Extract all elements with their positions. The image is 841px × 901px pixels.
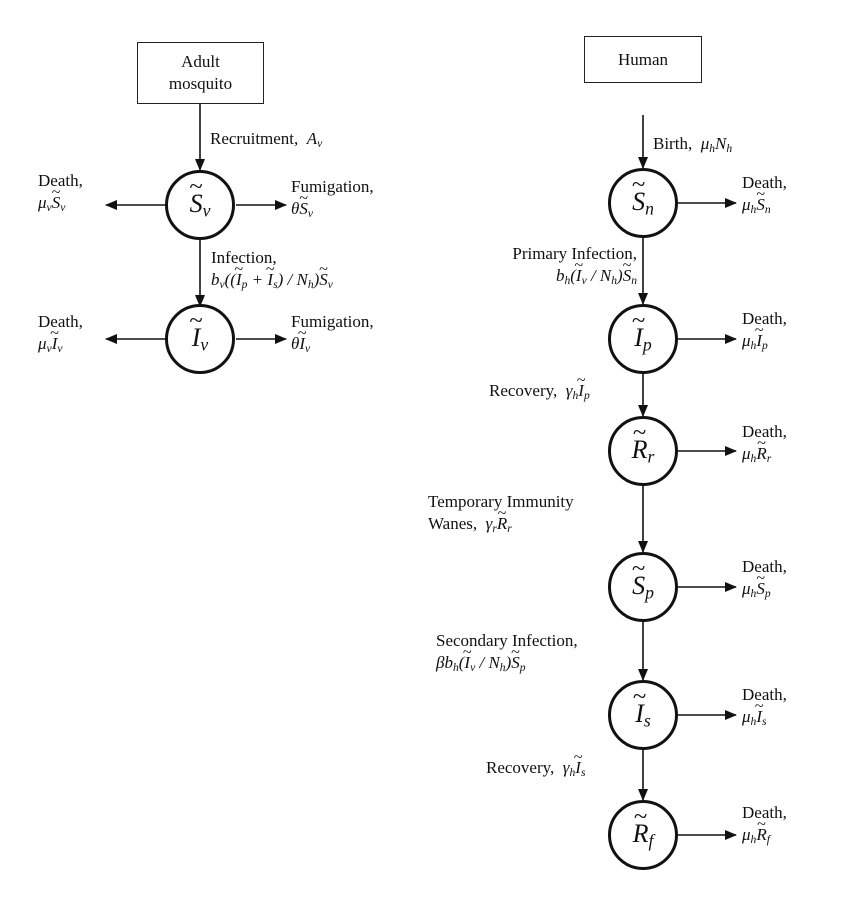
recovery-p-label: Recovery, γhIp	[489, 380, 590, 407]
recruitment-label: Recruitment, Av	[210, 129, 323, 150]
rf-death-label: Death, μhRf	[742, 802, 787, 851]
mosquito-title-line2: mosquito	[168, 74, 233, 93]
sn-death-label: Death, μhSn	[742, 172, 787, 221]
node-iv: Iv	[165, 304, 235, 374]
node-rf: Rf	[608, 800, 678, 870]
secondary-infection-label: Secondary Infection, βbh(Iv / Nh)Sp	[436, 630, 578, 679]
human-box: Human	[584, 36, 702, 83]
recovery-s-label: Recovery, γhIs	[486, 757, 585, 784]
mosquito-title-line1: Adult	[181, 52, 220, 71]
iv-fumigation-label: Fumigation, θIv	[291, 311, 374, 360]
node-sn: Sn	[608, 168, 678, 238]
birth-label: Birth, μhNh	[653, 134, 733, 155]
sv-death-label: Death, μvSv	[38, 170, 83, 219]
node-ip: Ip	[608, 304, 678, 374]
sp-death-label: Death, μhSp	[742, 556, 787, 605]
primary-infection-label: Primary Infection, bh(Iv / Nh)Sn	[512, 243, 637, 292]
adult-mosquito-box: Adult mosquito	[137, 42, 264, 104]
node-rr: Rr	[608, 416, 678, 486]
ip-death-label: Death, μhIp	[742, 308, 787, 357]
iv-death-label: Death, μvIv	[38, 311, 83, 360]
sv-fumigation-label: Fumigation, θSv	[291, 176, 374, 225]
infection-label: Infection, bv((Ip + Is) / Nh)Sv	[211, 247, 333, 296]
node-sp: Sp	[608, 552, 678, 622]
node-is: Is	[608, 680, 678, 750]
human-title: Human	[617, 49, 669, 69]
node-sv: Sv	[165, 170, 235, 240]
is-death-label: Death, μhIs	[742, 684, 787, 733]
rr-death-label: Death, μhRr	[742, 421, 787, 470]
immunity-wanes-label: Temporary Immunity Wanes, γrRr	[428, 491, 574, 540]
